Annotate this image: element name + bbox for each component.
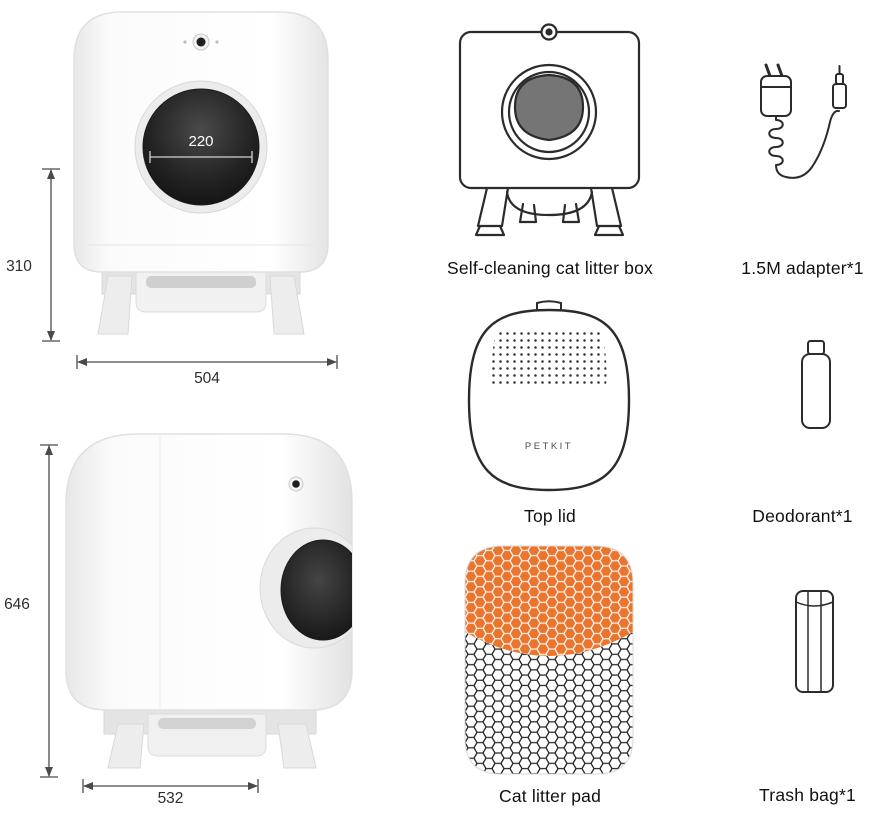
side-opening bbox=[280, 539, 352, 641]
pad-outline bbox=[464, 545, 634, 775]
lid-top-notch bbox=[536, 300, 562, 310]
deodorant-bottle bbox=[801, 353, 831, 429]
adapter-barrel-jack bbox=[832, 83, 847, 109]
trash-bag-label: Trash bag*1 bbox=[759, 785, 856, 805]
box-left-foot bbox=[474, 224, 506, 237]
side-width-value: 532 bbox=[157, 790, 184, 807]
box-right-leg bbox=[589, 186, 623, 228]
box-camera-icon bbox=[545, 28, 553, 36]
litter-pad-drawing bbox=[464, 545, 634, 775]
dimension-line-532 bbox=[82, 779, 259, 793]
trash-bag-creases bbox=[807, 591, 822, 692]
deodorant-drawing bbox=[801, 340, 831, 429]
side-right-foot bbox=[277, 723, 317, 769]
dimension-line-504 bbox=[76, 355, 338, 369]
box-tray-bracket bbox=[505, 190, 594, 217]
box-opening-flap bbox=[513, 73, 585, 142]
adapter-label: 1.5M adapter*1 bbox=[741, 258, 864, 278]
box-center-foot-left bbox=[518, 202, 538, 224]
top-lid-label: Top lid bbox=[524, 506, 576, 526]
adapter-plug-body bbox=[760, 75, 792, 117]
dimension-line-310 bbox=[42, 168, 60, 342]
side-body bbox=[65, 433, 353, 711]
side-camera-icon bbox=[292, 480, 300, 488]
litter-box-side-view bbox=[65, 433, 353, 769]
front-tray-slot bbox=[146, 276, 256, 288]
opening-width-value: 220 bbox=[188, 133, 213, 150]
adapter-cable bbox=[768, 109, 840, 179]
box-opening-outer bbox=[500, 63, 598, 161]
deodorant-cap bbox=[807, 340, 825, 355]
adapter-barrel-collar bbox=[835, 73, 844, 85]
box-center-foot-right bbox=[561, 202, 581, 224]
front-opening bbox=[142, 88, 260, 206]
side-height-value: 646 bbox=[4, 596, 30, 613]
box-opening-inner bbox=[507, 70, 591, 154]
side-tray-slot bbox=[158, 718, 256, 729]
adapter-prongs bbox=[764, 63, 784, 78]
trash-bag-roll bbox=[795, 590, 834, 693]
trash-bag-drawing bbox=[795, 590, 834, 693]
litter-box-line-drawing bbox=[458, 23, 641, 237]
lid-brand-text: PETKIT bbox=[525, 441, 573, 452]
litter-box-label: Self-cleaning cat litter box bbox=[447, 258, 653, 278]
litter-box-front-view: 220 bbox=[73, 11, 329, 335]
front-indicator-dot-right bbox=[215, 40, 219, 44]
side-left-foot bbox=[107, 723, 145, 769]
box-left-leg bbox=[476, 186, 510, 228]
litter-pad-label: Cat litter pad bbox=[498, 786, 601, 806]
front-width-value: 504 bbox=[194, 370, 220, 387]
front-height-value: 310 bbox=[6, 258, 32, 275]
adapter-drawing bbox=[760, 63, 847, 179]
top-lid-drawing: PETKIT bbox=[467, 300, 631, 492]
front-left-foot bbox=[97, 275, 133, 335]
front-right-foot bbox=[269, 275, 305, 335]
front-camera-icon bbox=[196, 37, 206, 47]
pad-white-honeycomb bbox=[465, 632, 633, 774]
deodorant-label: Deodorant*1 bbox=[752, 506, 853, 526]
trash-bag-top-fold bbox=[795, 601, 834, 607]
box-right-foot bbox=[593, 224, 625, 237]
dimension-line-646 bbox=[40, 444, 58, 778]
lid-vent-holes bbox=[491, 332, 607, 388]
front-indicator-dot-left bbox=[183, 40, 187, 44]
